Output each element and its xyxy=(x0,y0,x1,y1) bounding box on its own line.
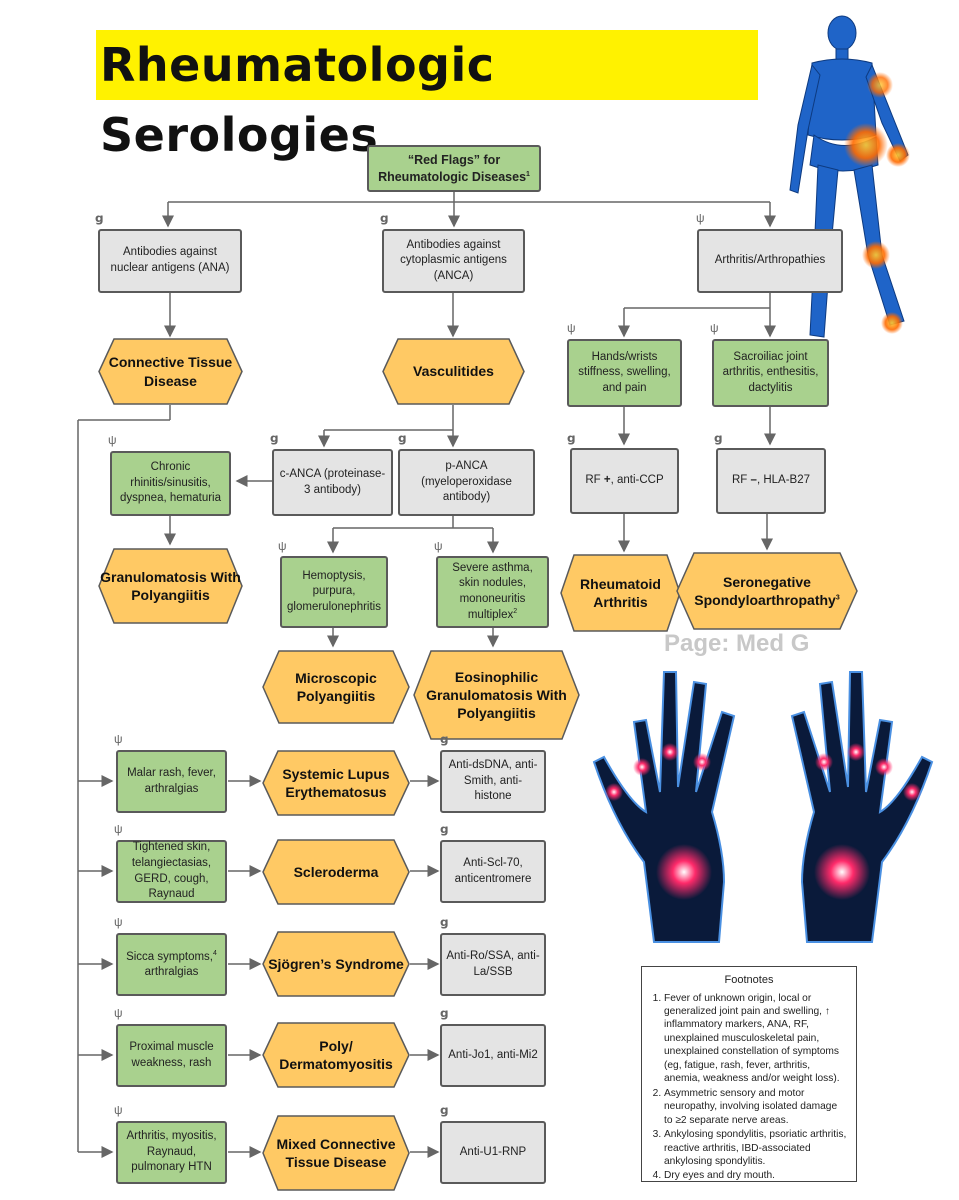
test-tube-icon: 𝗴 xyxy=(380,211,389,225)
arthritis-box: Arthritis/Arthropathies xyxy=(697,229,843,293)
test-tube-icon: 𝗴 xyxy=(714,431,723,445)
test-tube-icon: 𝗴 xyxy=(567,431,576,445)
proximal-muscle-symptom-box: Proximal muscle weakness, rash xyxy=(116,1024,227,1087)
stethoscope-icon: ψ xyxy=(278,539,287,553)
rf-negative-label: RF –, HLA-B27 xyxy=(732,474,810,487)
test-tube-icon: 𝗴 xyxy=(440,822,449,836)
mctd-test-box: Anti-U1-RNP xyxy=(440,1121,546,1184)
malar-rash-symptom-box: Malar rash, fever, arthralgias xyxy=(116,750,227,813)
test-tube-icon: 𝗴 xyxy=(440,915,449,929)
ctd-hexagon: Connective Tissue Disease xyxy=(98,338,243,405)
severe-asthma-symptom-box: Severe asthma, skin nodules, mononeuriti… xyxy=(436,556,549,628)
hemoptysis-symptom-box: Hemoptysis, purpura, glomerulonephritis xyxy=(280,556,388,628)
seronegative-label: Seronegative Spondyloarthropathy3 xyxy=(694,573,840,608)
test-tube-icon: 𝗴 xyxy=(270,431,279,445)
sacroiliac-symptom-box: Sacroiliac joint arthritis, enthesitis, … xyxy=(712,339,829,407)
stethoscope-icon: ψ xyxy=(434,539,443,553)
rheumatoid-arthritis-hexagon: Rheumatoid Arthritis xyxy=(560,554,681,632)
footnotes-box: Footnotes Fever of unknown origin, local… xyxy=(641,966,857,1182)
title-banner: Rheumatologic Serologies xyxy=(96,30,758,162)
rf-positive-test-box: RF +, anti-CCP xyxy=(570,448,679,514)
stethoscope-icon: ψ xyxy=(114,732,123,746)
sle-hexagon: Systemic Lupus Erythematosus xyxy=(262,750,410,816)
page-title: Rheumatologic Serologies xyxy=(100,38,495,162)
hands-xray-image xyxy=(592,671,934,943)
polydermatomyositis-hexagon: Poly/ Dermatomyositis xyxy=(262,1022,410,1088)
footnote-item: Asymmetric sensory and motor neuropathy,… xyxy=(664,1087,848,1127)
test-tube-icon: 𝗴 xyxy=(95,211,104,225)
sicca-symptom-box: Sicca symptoms,4 arthralgias xyxy=(116,933,227,996)
scleroderma-test-box: Anti-Scl-70, anticentromere xyxy=(440,840,546,903)
rf-negative-test-box: RF –, HLA-B27 xyxy=(716,448,826,514)
stethoscope-icon: ψ xyxy=(108,433,117,447)
mctd-symptom-box: Arthritis, myositis, Raynaud, pulmonary … xyxy=(116,1121,227,1184)
sjogren-hexagon: Sjögren’s Syndrome xyxy=(262,931,410,997)
footnotes-heading: Footnotes xyxy=(724,974,774,986)
stethoscope-icon: ψ xyxy=(114,1103,123,1117)
test-tube-icon: 𝗴 xyxy=(398,431,407,445)
rf-positive-label: RF +, anti-CCP xyxy=(585,474,664,487)
mpa-hexagon: Microscopic Polyangiitis xyxy=(262,650,410,724)
stethoscope-icon: ψ xyxy=(696,211,705,225)
chronic-rhinitis-symptom-box: Chronic rhinitis/sinusitis, dyspnea, hem… xyxy=(110,451,231,516)
tightened-skin-symptom-box: Tightened skin, telangiectasias, GERD, c… xyxy=(116,840,227,903)
hands-wrists-symptom-box: Hands/wrists stiffness, swelling, and pa… xyxy=(567,339,682,407)
seronegative-spondyloarthropathy-hexagon: Seronegative Spondyloarthropathy3 xyxy=(676,552,858,630)
c-anca-test-box: c-ANCA (proteinase-3 antibody) xyxy=(272,449,393,516)
sle-test-box: Anti-dsDNA, anti-Smith, anti-histone xyxy=(440,750,546,813)
p-anca-test-box: p-ANCA (myeloperoxidase antibody) xyxy=(398,449,535,516)
test-tube-icon: 𝗴 xyxy=(440,1103,449,1117)
polydermatomyositis-test-box: Anti-Jo1, anti-Mi2 xyxy=(440,1024,546,1087)
sicca-label: Sicca symptoms,4 arthralgias xyxy=(126,949,217,978)
root-red-flags-box: “Red Flags” for Rheumatologic Diseases1 xyxy=(367,145,541,192)
footnote-item: Dry eyes and dry mouth. xyxy=(664,1169,848,1182)
test-tube-icon: 𝗴 xyxy=(440,1006,449,1020)
stethoscope-icon: ψ xyxy=(114,822,123,836)
footnote-item: Ankylosing spondylitis, psoriatic arthri… xyxy=(664,1128,848,1168)
egpa-hexagon: Eosinophilic Granulomatosis With Polyang… xyxy=(413,650,580,740)
stethoscope-icon: ψ xyxy=(710,321,719,335)
stethoscope-icon: ψ xyxy=(567,321,576,335)
ana-box: Antibodies against nuclear antigens (ANA… xyxy=(98,229,242,293)
scleroderma-hexagon: Scleroderma xyxy=(262,839,410,905)
gpa-hexagon: Granulomatosis With Polyangiitis xyxy=(98,548,243,624)
footnote-item: Fever of unknown origin, local or genera… xyxy=(664,992,848,1086)
sjogren-test-box: Anti-Ro/SSA, anti-La/SSB xyxy=(440,933,546,996)
footnotes-list: Fever of unknown origin, local or genera… xyxy=(650,992,848,1183)
stethoscope-icon: ψ xyxy=(114,915,123,929)
vasculitides-hexagon: Vasculitides xyxy=(382,338,525,405)
root-label: “Red Flags” for Rheumatologic Diseases1 xyxy=(378,152,530,184)
watermark-text: Page: Med G xyxy=(664,630,810,657)
anca-box: Antibodies against cytoplasmic antigens … xyxy=(382,229,525,293)
mctd-hexagon: Mixed Connective Tissue Disease xyxy=(262,1115,410,1191)
test-tube-icon: 𝗴 xyxy=(440,732,449,746)
severe-asthma-label: Severe asthma, skin nodules, mononeuriti… xyxy=(452,561,533,621)
stethoscope-icon: ψ xyxy=(114,1006,123,1020)
